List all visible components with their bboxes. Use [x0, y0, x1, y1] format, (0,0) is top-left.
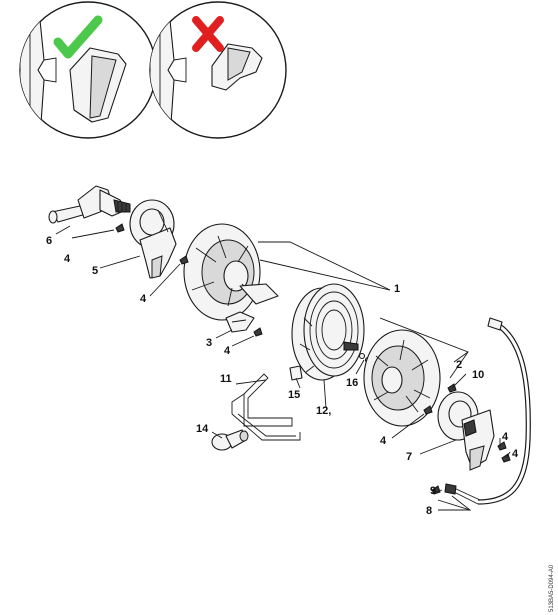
hub-bracket-rear	[129, 199, 177, 279]
callout-6: 6	[46, 235, 52, 247]
callout-9: 9	[430, 485, 436, 497]
reel-flange-left	[183, 223, 279, 321]
hose-drum	[291, 283, 365, 381]
detail-view-correct	[19, 1, 157, 139]
tube-frame	[231, 373, 301, 441]
detail-view-incorrect	[149, 1, 287, 139]
hub-bracket-front	[437, 391, 495, 471]
crank-handle	[48, 185, 131, 235]
callout-7: 7	[406, 451, 412, 463]
callout-15: 15	[288, 389, 300, 401]
callout-4: 4	[512, 448, 519, 460]
callout-4: 4	[224, 345, 231, 357]
callout-14: 14	[196, 423, 209, 435]
hose-assembly	[444, 317, 531, 505]
callout-12: 12,	[316, 405, 331, 417]
hose-fitting	[289, 365, 303, 381]
callout-3: 3	[206, 337, 212, 349]
callout-4: 4	[64, 253, 71, 265]
document-id: 513BA5-D094-A0	[549, 564, 555, 612]
callout-2: 2	[456, 359, 462, 371]
mounting-bracket	[225, 311, 255, 333]
callout-5: 5	[92, 265, 98, 277]
callout-4: 4	[140, 293, 147, 305]
callout-16: 16	[346, 377, 358, 389]
callout-1: 1	[394, 283, 400, 295]
callout-8: 8	[426, 505, 432, 517]
callout-4: 4	[380, 435, 387, 447]
reel-flange-right	[363, 329, 441, 427]
leader-lines	[71, 229, 511, 511]
callout-4: 4	[502, 431, 509, 443]
cross-mark-icon	[192, 16, 224, 52]
knob	[211, 429, 249, 451]
callout-labels: 6 4 5 4 1 3 4 2 10 11 16 15 12, 14 4 4 4…	[46, 235, 519, 517]
callout-11: 11	[220, 373, 232, 385]
check-mark-icon	[53, 15, 103, 59]
callout-10: 10	[472, 369, 484, 381]
